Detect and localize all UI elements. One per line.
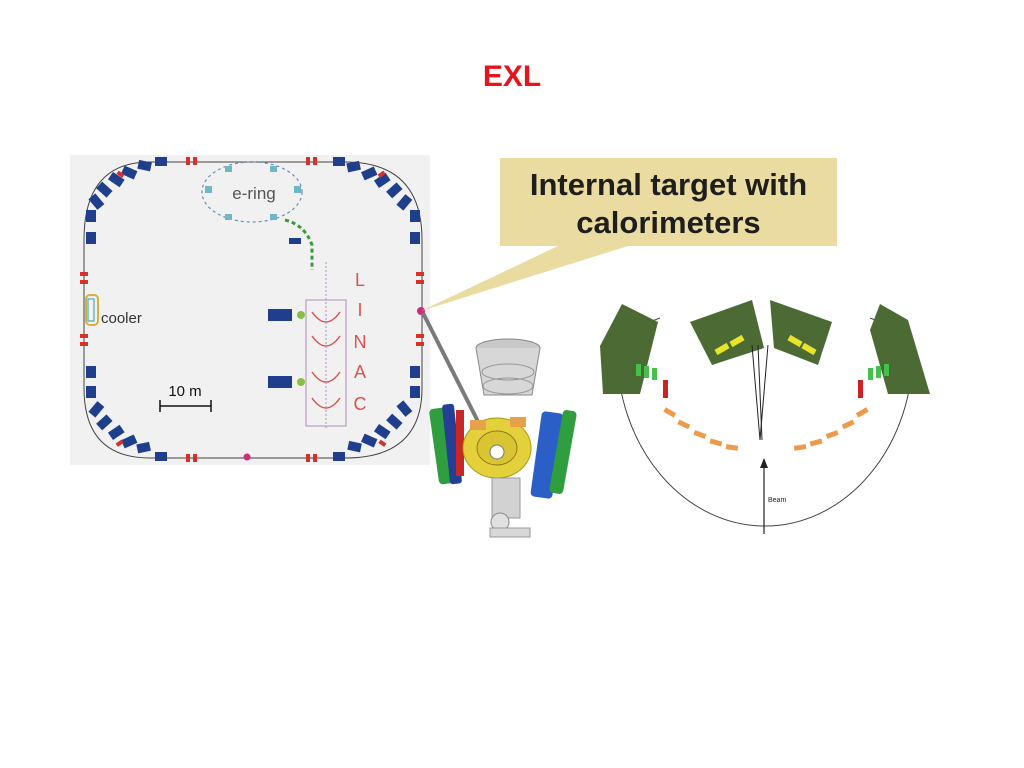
- ring-quadrupoles: [80, 157, 424, 462]
- ring-bottom-marker: [243, 453, 251, 461]
- linac: L I N A C: [268, 262, 367, 428]
- e-ring: e-ring: [201, 161, 314, 270]
- linac-letter-i: I: [357, 300, 362, 320]
- beam-arrowhead: [760, 458, 768, 468]
- slide-title: EXL: [482, 60, 542, 93]
- linac-letter-c: C: [354, 394, 367, 414]
- callout-line-2: calorimeters: [576, 205, 761, 240]
- callout-line-1: Internal target with: [529, 167, 808, 202]
- cooler-label: cooler: [101, 310, 142, 327]
- linac-letter-l: L: [355, 270, 365, 290]
- e-ring-label: e-ring: [232, 184, 275, 203]
- storage-ring-diagram: e-ring cooler 10 m: [70, 155, 430, 465]
- linac-letter-n: N: [354, 332, 367, 352]
- scale-bar: 10 m: [159, 383, 212, 412]
- callout-box: Internal target with calorimeters: [500, 158, 837, 246]
- linac-letter-a: A: [354, 362, 366, 382]
- detector-3d-view: [429, 338, 577, 538]
- beam-label: Beam: [768, 497, 786, 504]
- ring-magnets: [86, 157, 420, 461]
- detector-layout-2d: Beam: [600, 300, 930, 534]
- callout-pointer: [421, 246, 628, 311]
- scale-label: 10 m: [168, 383, 201, 400]
- cooler: cooler: [85, 294, 142, 327]
